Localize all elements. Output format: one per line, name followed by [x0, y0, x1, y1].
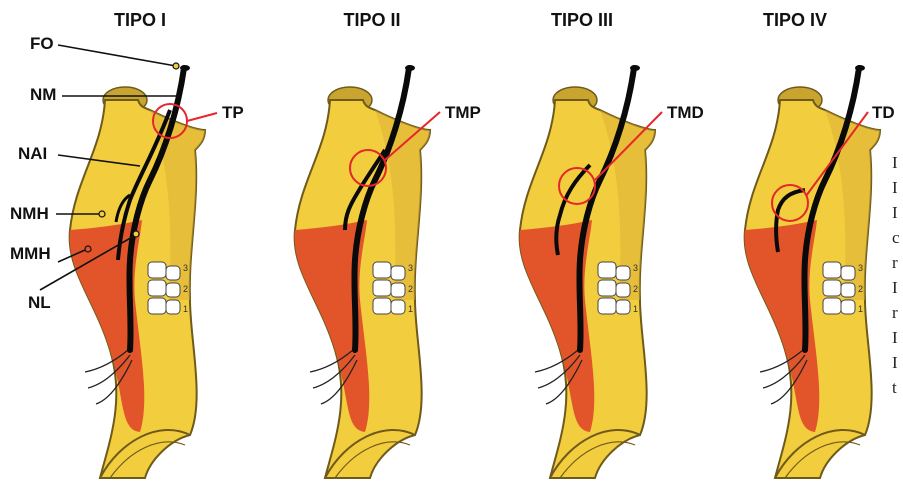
panel-title-3: TIPO III	[551, 10, 613, 30]
edge-letter: r	[892, 253, 898, 272]
tooth-number: 1	[633, 304, 638, 314]
label-nmh: NMH	[10, 204, 49, 223]
tooth-number: 3	[633, 263, 638, 273]
tooth-number: 3	[858, 263, 863, 273]
tooth-number: 2	[858, 284, 863, 294]
panel-title-1: TIPO I	[114, 10, 166, 30]
panel-title-2: TIPO II	[343, 10, 400, 30]
label-nl: NL	[28, 293, 51, 312]
tooth-number: 2	[183, 284, 188, 294]
tooth-number: 1	[183, 304, 188, 314]
tooth-number: 2	[408, 284, 413, 294]
callout-tmp: TMP	[445, 103, 481, 122]
tooth-number: 3	[183, 263, 188, 273]
tooth-number: 3	[408, 263, 413, 273]
panel-3: TMD 3 2 1	[520, 65, 704, 478]
label-fo: FO	[30, 34, 54, 53]
tooth-number: 1	[408, 304, 413, 314]
panel-4: TD 3 2 1	[745, 65, 895, 478]
right-edge-text: I I I c r I r I I t	[892, 153, 900, 397]
label-nai: NAI	[18, 144, 47, 163]
panel-2: TMP 3 2 1	[295, 65, 481, 478]
panel-1: TP FO NM NAI NMH MMH NL 3 2 1	[10, 34, 244, 478]
edge-letter: c	[892, 228, 900, 247]
callout-tmd: TMD	[667, 103, 704, 122]
edge-letter: t	[892, 378, 897, 397]
tooth-number: 2	[633, 284, 638, 294]
edge-letter: I	[892, 178, 898, 197]
panel-title-4: TIPO IV	[763, 10, 827, 30]
edge-letter: I	[892, 278, 898, 297]
edge-letter: I	[892, 153, 898, 172]
edge-letter: I	[892, 203, 898, 222]
edge-letter: I	[892, 328, 898, 347]
callout-td: TD	[872, 103, 895, 122]
label-nm: NM	[30, 85, 56, 104]
tooth-number: 1	[858, 304, 863, 314]
edge-letter: I	[892, 353, 898, 372]
callout-tp: TP	[222, 103, 244, 122]
edge-letter: r	[892, 303, 898, 322]
label-mmh: MMH	[10, 244, 51, 263]
